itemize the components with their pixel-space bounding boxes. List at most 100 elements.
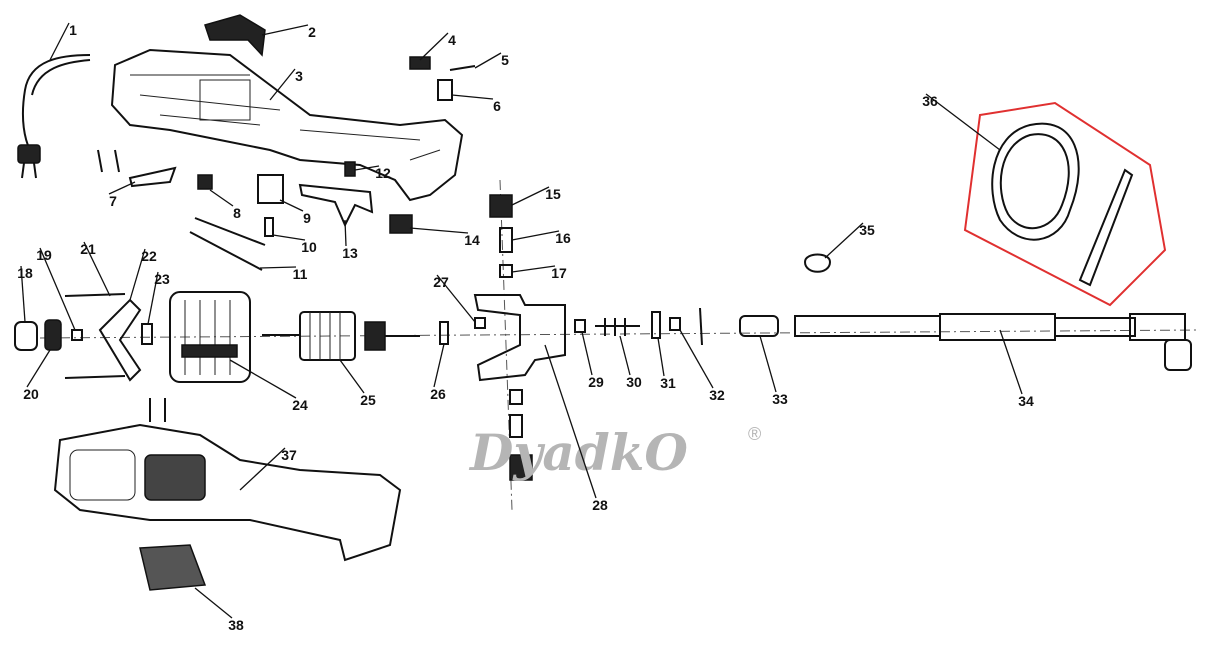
leader-line-14 — [409, 227, 469, 234]
leader-line-7 — [108, 181, 136, 195]
part-springs — [149, 398, 166, 422]
leader-line-32 — [679, 329, 714, 389]
part-14 — [389, 214, 413, 234]
leader-line-23 — [147, 271, 159, 325]
part-label-24: 24 — [292, 397, 308, 413]
leader-line-16 — [511, 230, 560, 241]
part-19 — [71, 329, 83, 341]
part-label-34: 34 — [1018, 393, 1034, 409]
part-26 — [439, 321, 449, 345]
part-spring — [449, 65, 476, 71]
part-label-17: 17 — [551, 265, 567, 281]
center-axis — [39, 329, 1201, 339]
upper-housing — [110, 48, 464, 202]
part-trigger — [298, 183, 374, 228]
stator — [169, 291, 251, 383]
leader-line-25 — [339, 359, 365, 394]
part-label-13: 13 — [342, 245, 358, 261]
part-label-28: 28 — [592, 497, 608, 513]
leader-line-21 — [83, 241, 111, 297]
leader-line-13 — [344, 219, 347, 247]
leader-line-3 — [269, 68, 296, 101]
leader-line-33 — [759, 335, 777, 393]
leader-line-19 — [39, 247, 76, 331]
part-label-31: 31 — [660, 375, 676, 391]
part-label-18: 18 — [17, 265, 33, 281]
part-wires — [189, 217, 266, 271]
leader-line-4 — [419, 32, 449, 61]
leader-line-8 — [209, 189, 234, 207]
part-label-10: 10 — [301, 239, 317, 255]
part-pins — [97, 149, 120, 173]
auxiliary-handle — [991, 122, 1134, 287]
gear-housing — [473, 294, 566, 481]
part-12 — [344, 161, 356, 177]
part-label-8: 8 — [233, 205, 241, 221]
leader-line-26 — [433, 343, 445, 388]
part-label-36: 36 — [922, 93, 938, 109]
leader-line-1 — [49, 22, 70, 61]
part-label-3: 3 — [295, 68, 303, 84]
part-20 — [44, 319, 62, 351]
part-switch — [409, 56, 431, 70]
part-label-20: 20 — [23, 386, 39, 402]
part-label-15: 15 — [545, 186, 561, 202]
part-clip — [128, 166, 177, 188]
part-label-6: 6 — [493, 98, 501, 114]
lower-housing — [53, 423, 402, 562]
leader-line-17 — [511, 265, 556, 273]
part-label-37: 37 — [281, 447, 297, 463]
leader-line-18 — [20, 265, 26, 323]
part-label-25: 25 — [360, 392, 376, 408]
part-label-7: 7 — [109, 193, 117, 209]
leader-line-12 — [354, 165, 380, 171]
leader-line-29 — [581, 331, 593, 376]
part-pin — [699, 307, 703, 346]
part-label-14: 14 — [464, 232, 480, 248]
part-screws — [64, 293, 126, 379]
leader-line-10 — [272, 234, 306, 241]
part-label-32: 32 — [709, 387, 725, 403]
leader-line-24 — [229, 359, 297, 399]
part-15 — [489, 194, 513, 218]
part-label-9: 9 — [303, 210, 311, 226]
part-label-26: 26 — [430, 386, 446, 402]
leader-line-5 — [474, 52, 502, 69]
part-label-38: 38 — [228, 617, 244, 633]
part-label-2: 2 — [308, 24, 316, 40]
leader-line-27 — [436, 274, 476, 323]
leader-line-28 — [544, 344, 597, 499]
part-plate — [257, 174, 284, 204]
leader-line-38 — [194, 587, 233, 619]
part-23 — [141, 323, 153, 345]
leader-line-34 — [999, 329, 1023, 395]
part-label-33: 33 — [772, 391, 788, 407]
highlight-outline — [963, 101, 1167, 307]
leader-line-15 — [511, 186, 550, 206]
watermark-registered: ® — [748, 424, 761, 444]
part-label-5: 5 — [501, 52, 509, 68]
part-31 — [651, 311, 661, 339]
part-label-1: 1 — [69, 22, 77, 38]
leader-line-36 — [925, 93, 1001, 151]
part-label-30: 30 — [626, 374, 642, 390]
pole — [794, 313, 1192, 371]
part-label-29: 29 — [588, 374, 604, 390]
part-label-27: 27 — [433, 274, 449, 290]
part-27 — [474, 317, 486, 329]
leader-line-30 — [619, 335, 631, 376]
leader-line-37 — [239, 447, 286, 491]
part-label-11: 11 — [293, 266, 308, 282]
part-brush-holder — [98, 298, 142, 382]
leader-line-2 — [261, 24, 309, 36]
part-32 — [669, 317, 681, 331]
part-38 — [139, 544, 207, 591]
part-shaft — [595, 318, 640, 336]
part-label-16: 16 — [555, 230, 571, 246]
leader-line-9 — [279, 199, 304, 212]
part-17 — [499, 264, 513, 278]
leader-line-11 — [259, 266, 297, 269]
part-label-12: 12 — [375, 165, 391, 181]
part-coupler — [739, 315, 779, 337]
